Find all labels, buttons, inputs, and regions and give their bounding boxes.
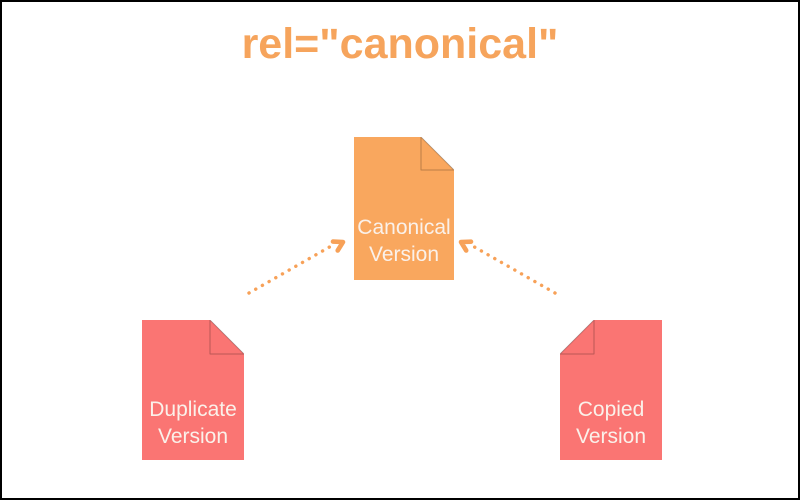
diagram-title: rel="canonical" — [241, 20, 559, 68]
canonical-document: Canonical Version — [354, 137, 454, 280]
folded-corner-icon — [420, 137, 454, 171]
document-label-line1: Canonical — [357, 216, 451, 239]
document-label-line2: Version — [575, 425, 647, 448]
document-icon — [142, 320, 244, 460]
duplicate-document: Duplicate Version — [142, 320, 244, 460]
document-label: Duplicate Version — [142, 396, 244, 450]
arrowhead-icon — [458, 239, 474, 253]
document-icon — [560, 320, 662, 460]
folded-corner-icon — [209, 320, 244, 355]
document-label-line2: Version — [368, 243, 440, 266]
page-shape — [560, 320, 662, 460]
document-label-line2: Version — [157, 425, 229, 448]
document-label: Canonical Version — [354, 214, 454, 268]
copied-document: Copied Version — [560, 320, 662, 460]
page-shape — [142, 320, 244, 460]
folded-corner-icon — [560, 320, 595, 355]
document-icon — [354, 137, 454, 280]
arrow-copied-to-canonical — [458, 239, 557, 295]
arrowhead-icon — [330, 239, 346, 253]
document-label: Copied Version — [560, 396, 662, 450]
page-shape — [354, 137, 454, 280]
dotted-line — [469, 243, 557, 295]
document-label-line1: Duplicate — [149, 398, 237, 421]
document-label-line1: Copied — [577, 398, 645, 421]
arrow-duplicate-to-canonical — [247, 239, 346, 295]
dotted-line — [247, 243, 335, 295]
